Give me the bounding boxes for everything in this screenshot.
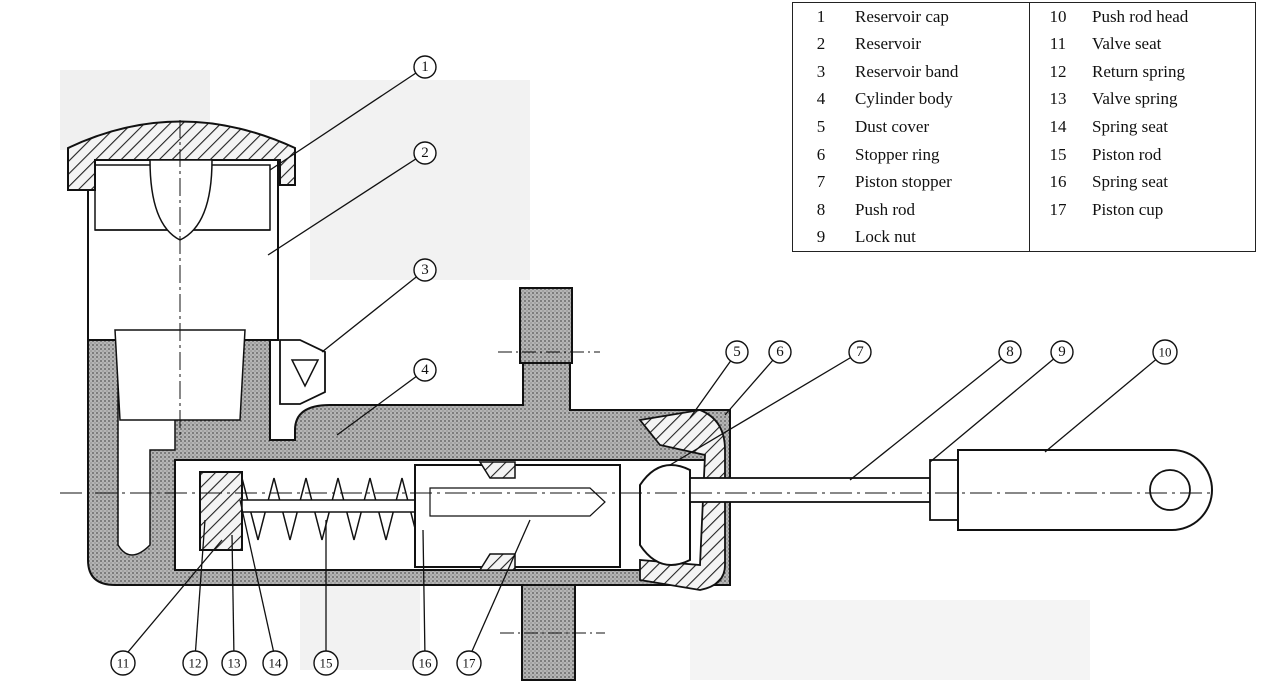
valve-seat (199, 471, 243, 551)
legend-number: 5 (816, 116, 826, 136)
legend-row: 3 Reservoir band 12 Return spring (793, 58, 1256, 86)
push-rod-ball-end (639, 464, 691, 566)
legend-part-name: Lock nut (849, 223, 1030, 252)
legend-number: 7 (816, 172, 826, 192)
legend-part-name: Push rod head (1091, 6, 1189, 26)
legend-row: 5 Dust cover 14 Spring seat (793, 113, 1256, 141)
callout-1: 1 (413, 55, 437, 79)
legend-row: 9 Lock nut (793, 223, 1256, 252)
svg-text:8: 8 (1006, 344, 1014, 360)
legend-number: 14 (1049, 116, 1067, 136)
callout-4: 4 (413, 358, 437, 382)
svg-text:11: 11 (117, 656, 130, 671)
legend-number: 17 (1049, 199, 1067, 219)
legend-part-name: Push rod (849, 195, 1030, 224)
legend-part-name: Return spring (1091, 61, 1186, 81)
leader-lines (122, 66, 1166, 659)
svg-text:2: 2 (421, 145, 429, 161)
legend-number: 9 (816, 227, 826, 247)
callout-16: 16 (412, 650, 438, 676)
legend-part-name: Piston stopper (849, 168, 1030, 196)
callout-8: 8 (998, 340, 1022, 364)
parts-legend-table: 1 Reservoir cap 10 Push rod head 2 Reser… (792, 2, 1256, 252)
svg-text:15: 15 (320, 656, 333, 671)
legend-number: 1 (816, 6, 826, 26)
callout-11: 11 (110, 650, 136, 676)
svg-text:4: 4 (421, 362, 429, 378)
legend-part-name: Spring seat (1091, 116, 1169, 136)
legend-row: 1 Reservoir cap 10 Push rod head (793, 2, 1256, 31)
legend-part-name: Reservoir band (849, 58, 1030, 86)
callout-7: 7 (848, 340, 872, 364)
legend-part-name: Reservoir cap (849, 2, 1030, 31)
legend-part-name: Stopper ring (849, 140, 1030, 169)
svg-text:1: 1 (421, 59, 429, 75)
legend-row: 6 Stopper ring 15 Piston rod (793, 140, 1256, 169)
callout-6: 6 (768, 340, 792, 364)
callout-13: 13 (221, 650, 247, 676)
callout-14: 14 (262, 650, 288, 676)
legend-number: 13 (1049, 89, 1067, 109)
svg-text:3: 3 (421, 262, 429, 278)
svg-text:9: 9 (1058, 344, 1066, 360)
legend-number: 2 (816, 34, 826, 54)
legend-number: 15 (1049, 144, 1067, 164)
piston-bore (429, 487, 606, 517)
callout-5: 5 (725, 340, 749, 364)
callout-17: 17 (456, 650, 482, 676)
legend-number: 8 (816, 199, 826, 219)
svg-text:10: 10 (1159, 345, 1172, 360)
reservoir-cap (67, 120, 296, 440)
legend-number: 3 (816, 61, 826, 81)
legend-part-name (1086, 223, 1256, 251)
legend-part-name: Valve spring (1091, 89, 1178, 109)
svg-text:5: 5 (733, 344, 741, 360)
legend-part-name: Piston rod (1091, 144, 1162, 164)
reservoir-band-clamp (279, 339, 326, 405)
lock-nut (929, 459, 959, 521)
callout-2: 2 (413, 141, 437, 165)
legend-part-name: Dust cover (849, 113, 1030, 141)
legend-row: 8 Push rod 17 Piston cup (793, 195, 1256, 224)
legend-row: 4 Cylinder body 13 Valve spring (793, 85, 1256, 114)
legend-number: 4 (816, 89, 826, 109)
svg-text:14: 14 (269, 656, 283, 671)
legend-part-name: Reservoir (849, 30, 1030, 59)
legend-part-name: Cylinder body (849, 85, 1030, 114)
push-rod (689, 477, 931, 503)
svg-text:7: 7 (856, 344, 864, 360)
svg-text:16: 16 (419, 656, 433, 671)
svg-text:13: 13 (228, 656, 241, 671)
legend-number: 6 (816, 144, 826, 164)
svg-text:6: 6 (776, 344, 784, 360)
legend-number: 10 (1049, 6, 1067, 26)
svg-text:17: 17 (463, 656, 477, 671)
legend-part-name: Piston cup (1091, 199, 1164, 219)
legend-part-name: Spring seat (1091, 172, 1169, 192)
svg-text:12: 12 (189, 656, 202, 671)
legend-row: 7 Piston stopper 16 Spring seat (793, 168, 1256, 196)
push-rod-head-clevis-hole (1149, 469, 1191, 511)
legend-row: 2 Reservoir 11 Valve seat (793, 30, 1256, 59)
dust-cover (638, 409, 726, 591)
mounting-flange-upper (519, 287, 573, 364)
callout-15: 15 (313, 650, 339, 676)
push-rod-head (957, 449, 1213, 531)
piston-rod (241, 499, 428, 513)
callout-12: 12 (182, 650, 208, 676)
callout-9: 9 (1050, 340, 1074, 364)
legend-number (1029, 223, 1086, 251)
legend-number: 12 (1049, 61, 1067, 81)
legend-number: 16 (1049, 172, 1067, 192)
legend-part-name: Valve seat (1091, 34, 1162, 54)
callout-10: 10 (1152, 339, 1178, 365)
callout-3: 3 (413, 258, 437, 282)
legend-number: 11 (1049, 34, 1067, 54)
